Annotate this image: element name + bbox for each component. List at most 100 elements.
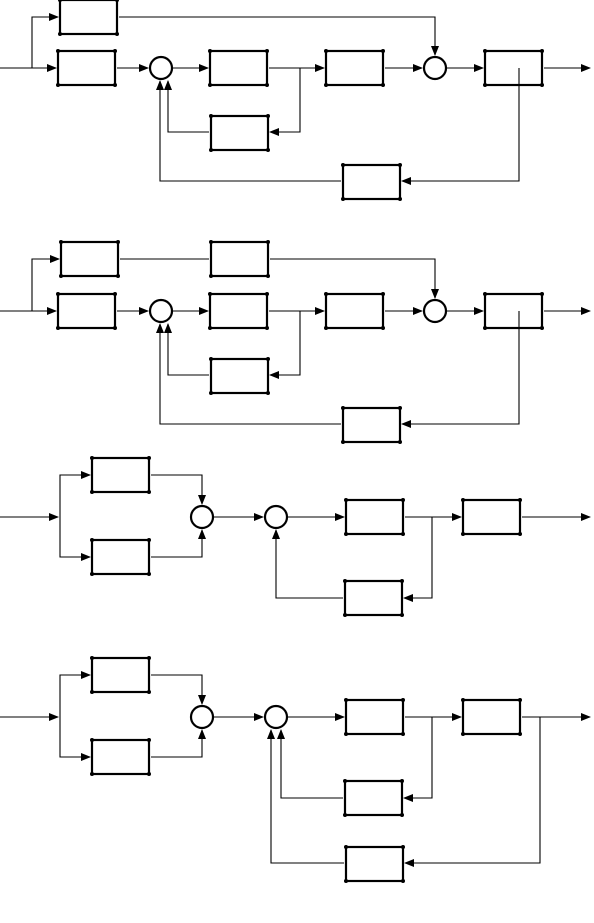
block-corner-dot — [56, 326, 60, 330]
signal-line — [31, 13, 59, 68]
block-corner-dot — [113, 83, 117, 87]
block-corner-dot — [147, 572, 151, 576]
summing-junction — [189, 704, 215, 730]
block-corner-dot — [381, 292, 385, 296]
block-corner-dot — [59, 240, 63, 244]
block-corner-dot — [483, 292, 487, 296]
block-corner-dot — [208, 292, 212, 296]
block-corner-dot — [113, 292, 117, 296]
block — [324, 49, 385, 87]
signal-line — [156, 323, 341, 425]
block-corner-dot — [400, 613, 404, 617]
signal-line — [151, 474, 206, 505]
signal-line — [59, 471, 91, 517]
block-corner-dot — [209, 148, 213, 152]
block — [343, 579, 404, 617]
block-corner-dot — [540, 49, 544, 53]
block — [56, 49, 117, 87]
block-corner-dot — [381, 83, 385, 87]
block — [56, 292, 117, 330]
block-corner-dot — [209, 274, 213, 278]
block — [90, 456, 151, 494]
signal-line — [119, 16, 439, 56]
block-corner-dot — [90, 656, 94, 660]
block-corner-dot — [341, 406, 345, 410]
block-corner-dot — [113, 49, 117, 53]
block-corner-dot — [324, 83, 328, 87]
signal-line — [404, 717, 541, 867]
block-corner-dot — [540, 83, 544, 87]
block-corner-dot — [115, 32, 119, 36]
block — [344, 498, 405, 536]
block-corner-dot — [343, 779, 347, 783]
block-corner-dot — [401, 698, 405, 702]
block-corner-dot — [343, 579, 347, 583]
block-corner-dot — [344, 532, 348, 536]
block-corner-dot — [400, 579, 404, 583]
signal-line — [151, 529, 206, 558]
summing-junction — [422, 55, 448, 81]
block — [324, 292, 385, 330]
block-corner-dot — [209, 391, 213, 395]
block — [461, 498, 522, 536]
signal-line — [31, 255, 60, 311]
signal-line — [403, 517, 433, 602]
block-corner-dot — [344, 845, 348, 849]
block-corner-dot — [324, 49, 328, 53]
summing-junction — [148, 55, 174, 81]
block-corner-dot — [341, 440, 345, 444]
block-corner-dot — [209, 114, 213, 118]
block-corner-dot — [324, 326, 328, 330]
summing-junction — [148, 298, 174, 324]
block — [208, 49, 269, 87]
block-corner-dot — [343, 813, 347, 817]
block-corner-dots — [56, 0, 544, 883]
block-corner-dot — [116, 274, 120, 278]
block — [341, 406, 402, 444]
signal-line — [151, 674, 206, 705]
block-corner-dot — [461, 732, 465, 736]
block-corner-dot — [147, 656, 151, 660]
signal-line — [401, 68, 520, 185]
block — [209, 240, 270, 278]
block-corner-dot — [147, 690, 151, 694]
block-corner-dot — [398, 440, 402, 444]
block-corner-dot — [208, 49, 212, 53]
block-corner-dot — [90, 772, 94, 776]
block-corner-dot — [266, 114, 270, 118]
block-corner-dot — [209, 240, 213, 244]
block-corner-dot — [324, 292, 328, 296]
block-corner-dot — [398, 163, 402, 167]
block — [483, 292, 544, 330]
block-corner-dot — [401, 498, 405, 502]
diagram-3 — [0, 456, 591, 617]
block-corner-dot — [400, 779, 404, 783]
block-corner-dot — [266, 391, 270, 395]
block-corner-dot — [113, 326, 117, 330]
block-corner-dot — [90, 538, 94, 542]
block-corner-dot — [344, 498, 348, 502]
signal-line — [269, 311, 301, 379]
diagram-1 — [0, 0, 591, 201]
block-corner-dot — [341, 197, 345, 201]
block-corner-dot — [381, 49, 385, 53]
block-corner-dot — [381, 326, 385, 330]
signal-line — [164, 80, 209, 133]
summing-junction — [263, 704, 289, 730]
block-corner-dot — [265, 49, 269, 53]
summing-junction — [263, 504, 289, 530]
block-corner-dot — [208, 83, 212, 87]
block — [483, 49, 544, 87]
signal-line — [156, 80, 341, 182]
block-corner-dot — [518, 698, 522, 702]
block-corner-dot — [208, 326, 212, 330]
block-corner-dot — [540, 292, 544, 296]
block-corner-dot — [56, 292, 60, 296]
block-corner-dot — [518, 532, 522, 536]
block — [344, 845, 405, 883]
signal-line — [59, 717, 91, 761]
block-corner-dot — [56, 49, 60, 53]
block — [208, 292, 269, 330]
block — [343, 779, 404, 817]
